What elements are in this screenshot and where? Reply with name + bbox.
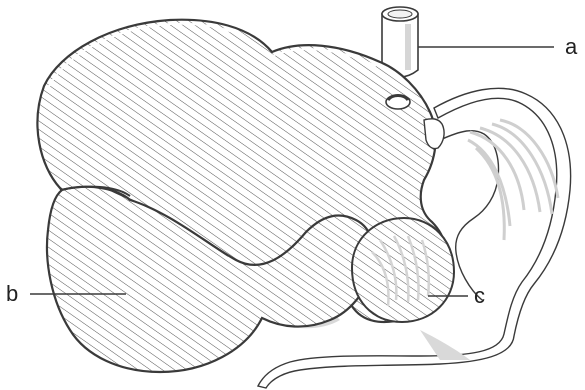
small-gland <box>352 218 454 322</box>
label-b: b <box>6 281 18 306</box>
label-a: a <box>565 34 578 59</box>
label-c: c <box>474 283 485 308</box>
